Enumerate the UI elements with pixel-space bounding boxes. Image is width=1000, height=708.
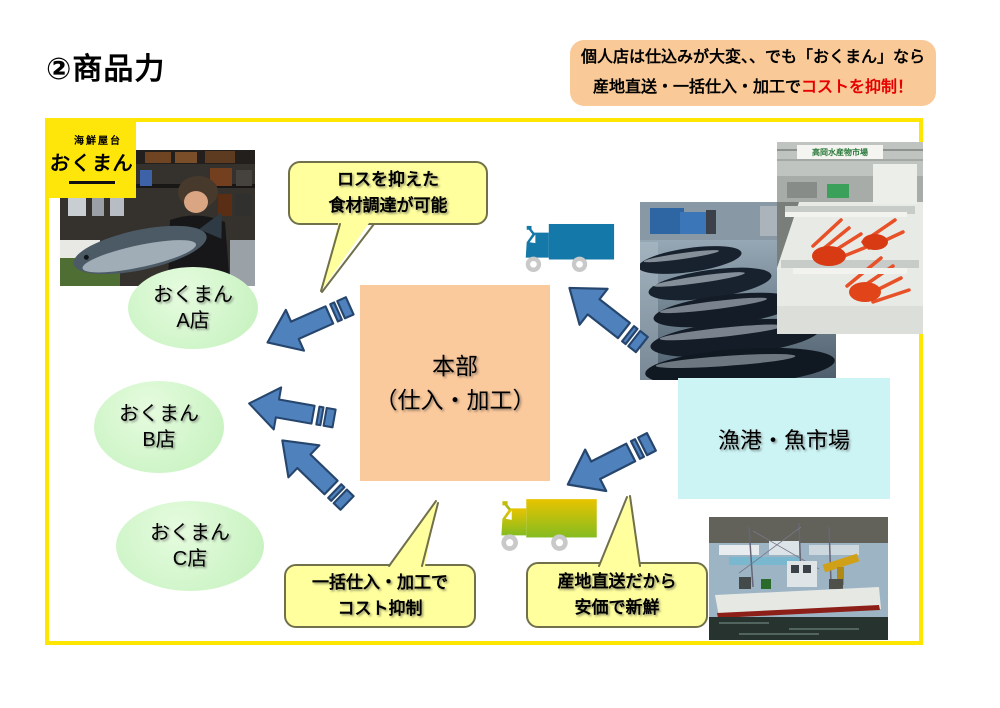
photo-fishing-boat	[709, 517, 888, 640]
hq-line1: 本部	[432, 352, 478, 379]
okuman-logo: 海鮮屋台 おくまん	[48, 118, 136, 198]
store-c-ellipse: おくまん C店	[116, 501, 264, 591]
store-b-ellipse: おくまん B店	[94, 381, 224, 473]
note-line2-prefix: 産地直送・一括仕入・加工で	[592, 79, 801, 96]
logo-top-text: 海鮮屋台	[74, 136, 122, 147]
hq-line2: （仕入・加工）	[374, 387, 536, 413]
store-a-ellipse: おくまん A店	[128, 267, 258, 349]
arrow-to-store-b-icon	[243, 379, 342, 442]
delivery-truck-green-icon	[494, 496, 600, 553]
callout-bulk-purchase: 一括仕入・加工で コスト抑制	[284, 564, 476, 628]
arrow-from-market-bottom-icon	[554, 417, 667, 509]
callout-3-line1: 産地直送だから	[557, 571, 677, 591]
logo-caption-bar	[69, 181, 115, 184]
store-a-name: おくまん	[153, 284, 233, 306]
callout-2-line1: 一括仕入・加工で	[312, 572, 448, 592]
callout-2-line2: コスト抑制	[337, 599, 423, 618]
note-line2-highlight: コストを抑制！	[801, 79, 914, 96]
callout-loss-reduction: ロスを抑えた 食材調達が可能	[288, 161, 488, 225]
callout-1-line1: ロスを抑えた	[337, 169, 439, 189]
arrow-to-store-c-icon	[263, 421, 367, 524]
store-b-branch: B店	[142, 429, 176, 451]
store-b-name: おくまん	[119, 403, 199, 425]
headquarters-box: 本部 （仕入・加工）	[360, 285, 550, 481]
store-c-name: おくまん	[150, 522, 230, 544]
store-a-branch: A店	[176, 310, 210, 332]
logo-main-text: おくまん	[49, 153, 135, 175]
arrow-from-market-top-icon	[552, 266, 661, 367]
callout-3-line2: 安価で新鮮	[574, 598, 660, 617]
fish-market-label: 漁港・魚市場	[717, 427, 850, 453]
note-line2: 産地直送・一括仕入・加工でコストを抑制！	[593, 73, 913, 103]
page-title: ②商品力	[46, 53, 166, 86]
crab-boxes-illustration: 高岡水産物市場	[777, 142, 923, 334]
market-sign-text: 高岡水産物市場	[812, 147, 868, 157]
note-line1: 個人店は仕込みが大変、、でも「おくまん」なら	[580, 49, 925, 66]
store-c-branch: C店	[172, 548, 208, 570]
fish-market-box: 漁港・魚市場	[678, 378, 890, 499]
callout-1-line2: 食材調達が可能	[328, 196, 448, 215]
arrow-to-store-a-icon	[255, 282, 363, 367]
callout-direct-shipping: 産地直送だから 安価で新鮮	[526, 562, 708, 628]
fishing-boat-illustration	[709, 517, 888, 640]
delivery-truck-blue-icon	[520, 221, 616, 274]
header-note: 個人店は仕込みが大変、、でも「おくまん」なら 産地直送・一括仕入・加工でコストを…	[570, 40, 936, 106]
photo-crab-boxes: 高岡水産物市場	[777, 142, 923, 334]
